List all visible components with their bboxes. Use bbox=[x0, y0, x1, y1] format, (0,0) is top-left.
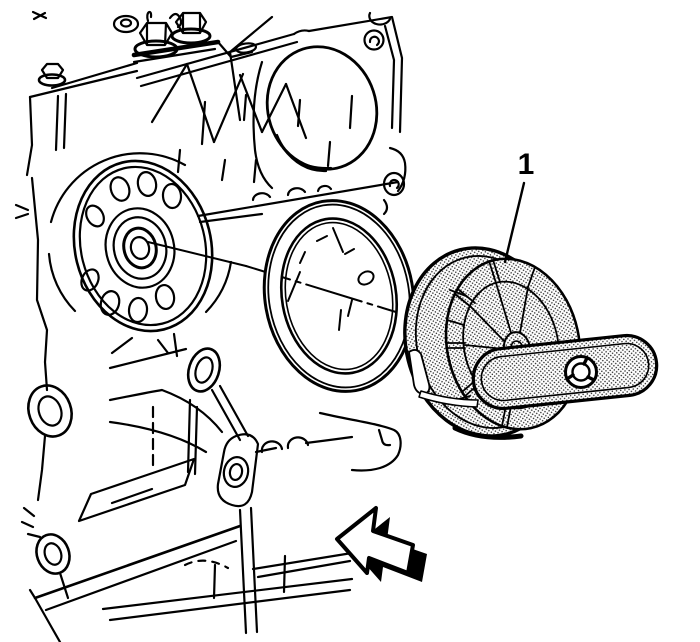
tool-handle-hole bbox=[564, 355, 598, 389]
seal-installer-tool bbox=[403, 246, 659, 440]
cylinder-bore bbox=[252, 45, 379, 190]
rear-main-seal bbox=[262, 199, 416, 393]
engine-block bbox=[14, 10, 407, 642]
callout-1-leader-line bbox=[503, 181, 526, 264]
direction-arrow-icon bbox=[335, 506, 427, 582]
crankshaft-flange bbox=[72, 159, 214, 333]
callout-1: 1 bbox=[503, 148, 535, 264]
callout-1-label: 1 bbox=[518, 148, 535, 181]
flange-bolt-holes bbox=[80, 171, 183, 324]
deck-bolts bbox=[37, 11, 212, 87]
